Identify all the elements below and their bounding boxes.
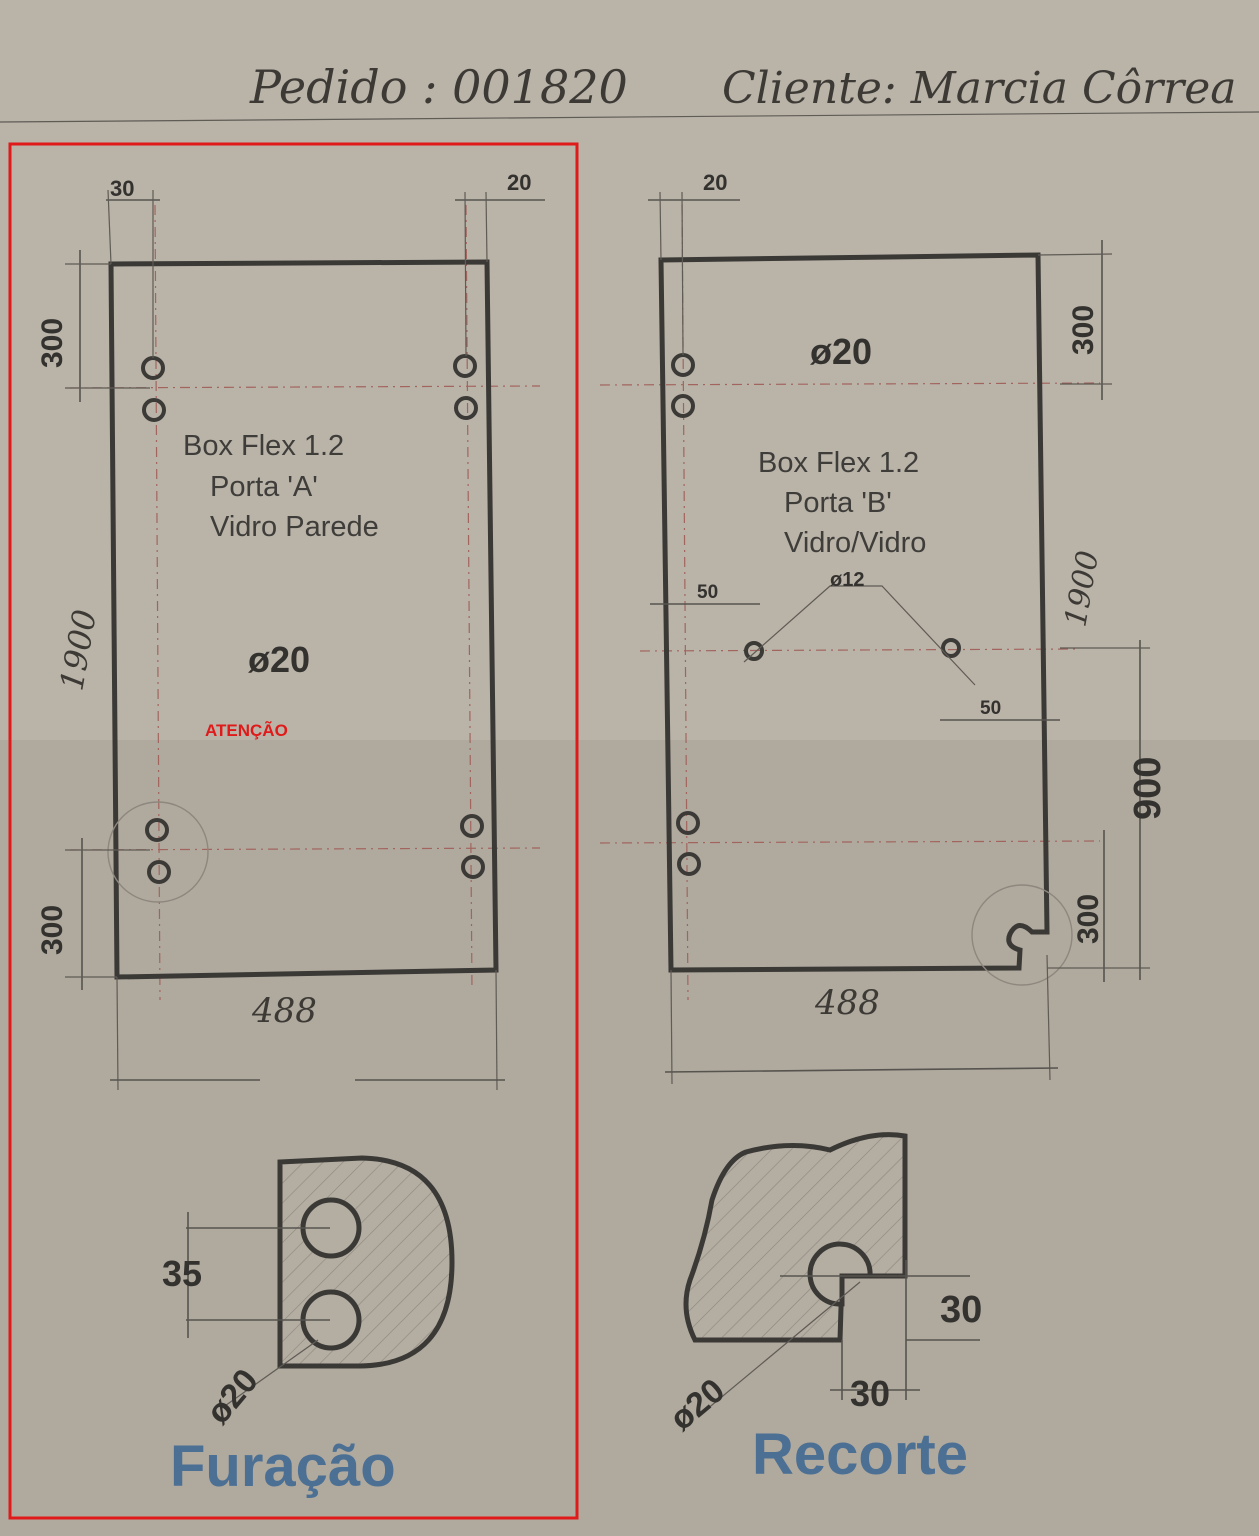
panel-a-drawing: 30 20 300 300 1900 488 Box Flex 1.2 Port… bbox=[36, 170, 545, 1091]
panel-a-hole bbox=[453, 354, 477, 378]
panel-b-dim-width: 488 bbox=[814, 983, 880, 1023]
panel-a-centerline-top bbox=[69, 385, 541, 389]
panel-a-door: Porta 'A' bbox=[210, 471, 318, 503]
panel-b-handle-hole-diameter: ø12 bbox=[830, 569, 864, 591]
panel-b-hole bbox=[677, 852, 701, 876]
extension-line bbox=[495, 969, 498, 1091]
panel-b-name: Box Flex 1.2 bbox=[758, 447, 919, 479]
panel-a-dim-width: 488 bbox=[251, 991, 317, 1031]
cutout-dim-b: 30 bbox=[850, 1373, 890, 1414]
panel-b-dim-left-offset: 20 bbox=[703, 170, 727, 195]
extension-line bbox=[1046, 954, 1051, 1081]
drilling-title: Furação bbox=[170, 1434, 396, 1499]
cutout-radius bbox=[807, 1241, 873, 1307]
panel-b-type: Vidro/Vidro bbox=[784, 527, 926, 559]
panel-b-drawing: ø12 50 50 20 300 300 900 1900 488 ø20 Bo… bbox=[599, 170, 1169, 1085]
cutout-dim-a: 30 bbox=[940, 1289, 982, 1331]
panel-b-hole bbox=[676, 811, 700, 835]
extension-line bbox=[107, 189, 112, 265]
panel-a-centerline-left bbox=[154, 204, 161, 1001]
handle-leader bbox=[743, 585, 976, 686]
panel-b-handle-hole bbox=[744, 641, 764, 661]
panel-a-hole bbox=[454, 396, 478, 420]
panel-a-dim-top: 300 bbox=[36, 318, 69, 368]
panel-a-hole bbox=[147, 860, 171, 884]
detail-drilling: 35 ø20 Furação bbox=[162, 1155, 455, 1499]
panel-b-handle-hole bbox=[941, 638, 961, 658]
panel-a-hole bbox=[460, 814, 484, 838]
header-rule bbox=[0, 111, 1259, 123]
panel-a-dim-bottom: 300 bbox=[36, 905, 69, 955]
order-number: Pedido : 001820 bbox=[249, 60, 628, 114]
paper-shadow bbox=[0, 740, 1259, 1536]
panel-b-dim-bottom: 300 bbox=[1072, 894, 1105, 944]
extension-line bbox=[116, 976, 119, 1091]
panel-b-dim-handle-right: 50 bbox=[980, 698, 1001, 719]
panel-b-hole-diameter: ø20 bbox=[810, 331, 872, 372]
cutout-leader bbox=[699, 1281, 861, 1416]
client-name: Cliente: Marcia Côrrea bbox=[722, 63, 1236, 114]
cutout-detail-shape bbox=[683, 1132, 908, 1343]
panel-a-type: Vidro Parede bbox=[210, 511, 379, 543]
extension-line bbox=[464, 191, 467, 357]
header: Pedido : 001820 Cliente: Marcia Côrrea bbox=[0, 60, 1259, 123]
panel-a-centerline-bottom bbox=[69, 847, 541, 851]
extension-line bbox=[681, 191, 684, 356]
panel-a-detail-marker bbox=[107, 801, 209, 903]
panel-b-centerline-bottom bbox=[599, 840, 1101, 844]
extension-line bbox=[485, 191, 488, 263]
panel-b-centerline-handle bbox=[639, 648, 1081, 652]
warning-label: ATENÇÃO bbox=[205, 720, 288, 740]
panel-a-name: Box Flex 1.2 bbox=[183, 430, 344, 462]
drilling-spacing: 35 bbox=[162, 1253, 202, 1294]
panel-b-hole bbox=[671, 394, 695, 418]
panel-a-hole bbox=[145, 818, 169, 842]
panel-b-dim-handle-height: 900 bbox=[1127, 757, 1169, 820]
extension-line bbox=[659, 191, 662, 261]
panel-a-dim-right-offset: 20 bbox=[507, 170, 531, 195]
panel-a-dim-left-offset: 30 bbox=[110, 176, 134, 201]
drilling-leader bbox=[221, 1339, 319, 1409]
cutout-title: Recorte bbox=[752, 1422, 968, 1487]
panel-b-door: Porta 'B' bbox=[784, 487, 892, 519]
panel-b-dim-handle-left: 50 bbox=[697, 582, 718, 603]
panel-a-hole bbox=[461, 855, 485, 879]
panel-b-dim-top: 300 bbox=[1067, 305, 1100, 355]
panel-b-outline bbox=[658, 252, 1050, 973]
panel-a-hole bbox=[142, 398, 166, 422]
dim-line bbox=[664, 1067, 1059, 1073]
extension-line bbox=[1037, 253, 1113, 256]
panel-b-detail-marker bbox=[971, 884, 1073, 986]
panel-b-centerline-top bbox=[599, 382, 1101, 386]
extension-line bbox=[670, 969, 673, 1085]
highlight-box bbox=[8, 142, 579, 1520]
panel-a-hole-diameter: ø20 bbox=[248, 639, 310, 680]
